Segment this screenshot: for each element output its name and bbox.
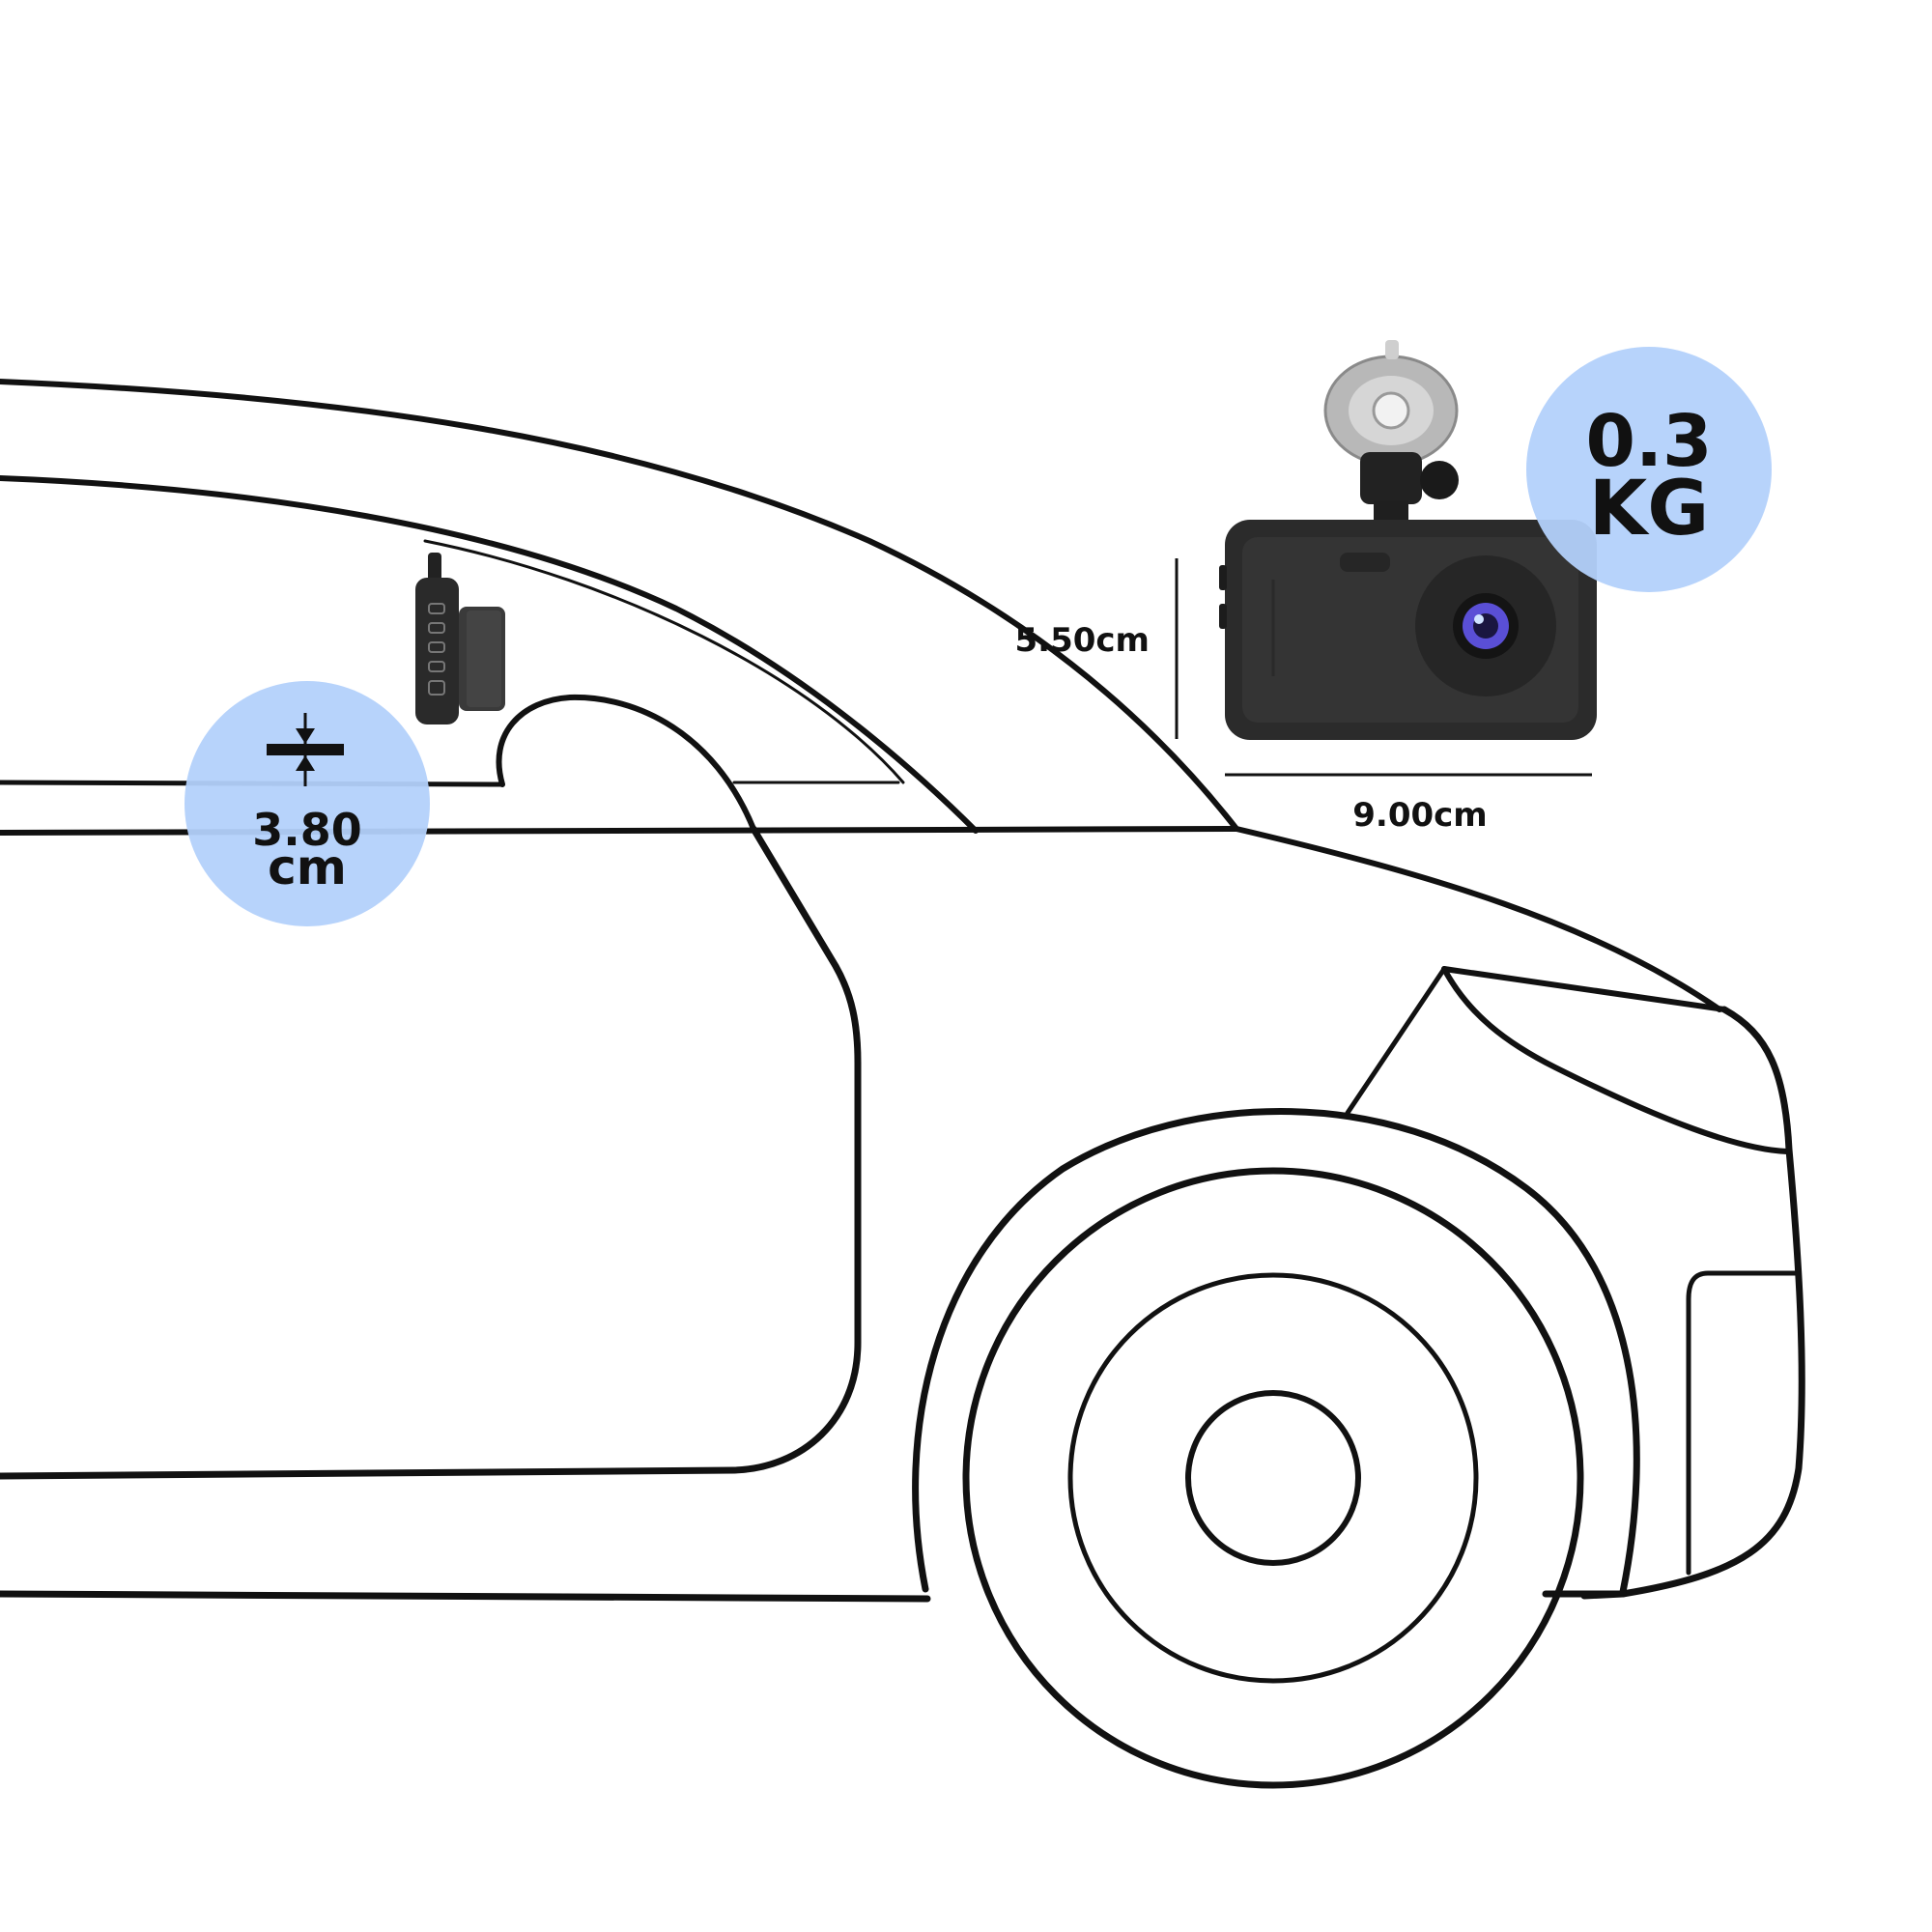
side-button: [428, 641, 445, 653]
roof-line: [0, 379, 1239, 832]
rocker-line: [0, 1590, 931, 1603]
dashcam-side-view: [415, 553, 505, 724]
mount-neck: [1374, 500, 1408, 520]
side-card-slot: [428, 680, 445, 696]
weight-badge: 0.3 KG: [1526, 347, 1772, 592]
width-dimension: 9.00cm: [1225, 773, 1592, 835]
side-button: [428, 661, 445, 672]
mount-knob: [1420, 461, 1459, 499]
depth-badge-circle: [185, 681, 430, 926]
depth-value: 3.80: [252, 804, 362, 856]
belt-line-lower: [0, 826, 1239, 836]
weight-badge-circle: [1526, 347, 1772, 592]
weight-unit: KG: [1589, 466, 1709, 553]
weight-value: 0.3: [1585, 400, 1712, 483]
side-button: [428, 622, 445, 634]
width-label: 9.00cm: [1352, 796, 1487, 835]
side-button: [428, 603, 445, 614]
side-button-left: [1219, 565, 1227, 590]
mount-arm: [1360, 452, 1422, 504]
headlight-upper: [1441, 966, 1790, 1154]
lens-highlight: [1474, 614, 1484, 624]
bumper-inner: [1686, 1270, 1802, 1576]
door-outline: [0, 825, 862, 1480]
windshield-line: [423, 539, 905, 784]
a-pillar-line: [0, 475, 979, 834]
side-button-left: [1219, 604, 1227, 629]
suction-cup-tab: [1385, 340, 1399, 359]
hub: [1185, 1390, 1361, 1566]
tire: [962, 1167, 1584, 1789]
dashcam-front-view: [1219, 340, 1597, 740]
wheel-arch: [912, 1108, 1640, 1596]
side-lens-grip: [467, 611, 501, 707]
bumper-line: [1580, 1006, 1805, 1600]
car-outline: [0, 379, 1805, 1789]
fender-line: [1441, 966, 1727, 1012]
side-mirror: [496, 694, 756, 832]
depth-arrows-icon: [267, 713, 344, 786]
height-label: 5.50cm: [1015, 621, 1150, 660]
side-mount-stem: [428, 553, 441, 582]
headlight-notch: [1345, 966, 1447, 1116]
rim: [1067, 1272, 1479, 1684]
hood-line: [1234, 826, 1722, 1012]
front-indicator: [1340, 553, 1390, 572]
height-dimension: 5.50cm: [1015, 558, 1179, 739]
suction-cup-center: [1372, 391, 1410, 430]
depth-badge: 3.80 cm: [185, 681, 430, 926]
depth-unit: cm: [268, 839, 347, 895]
